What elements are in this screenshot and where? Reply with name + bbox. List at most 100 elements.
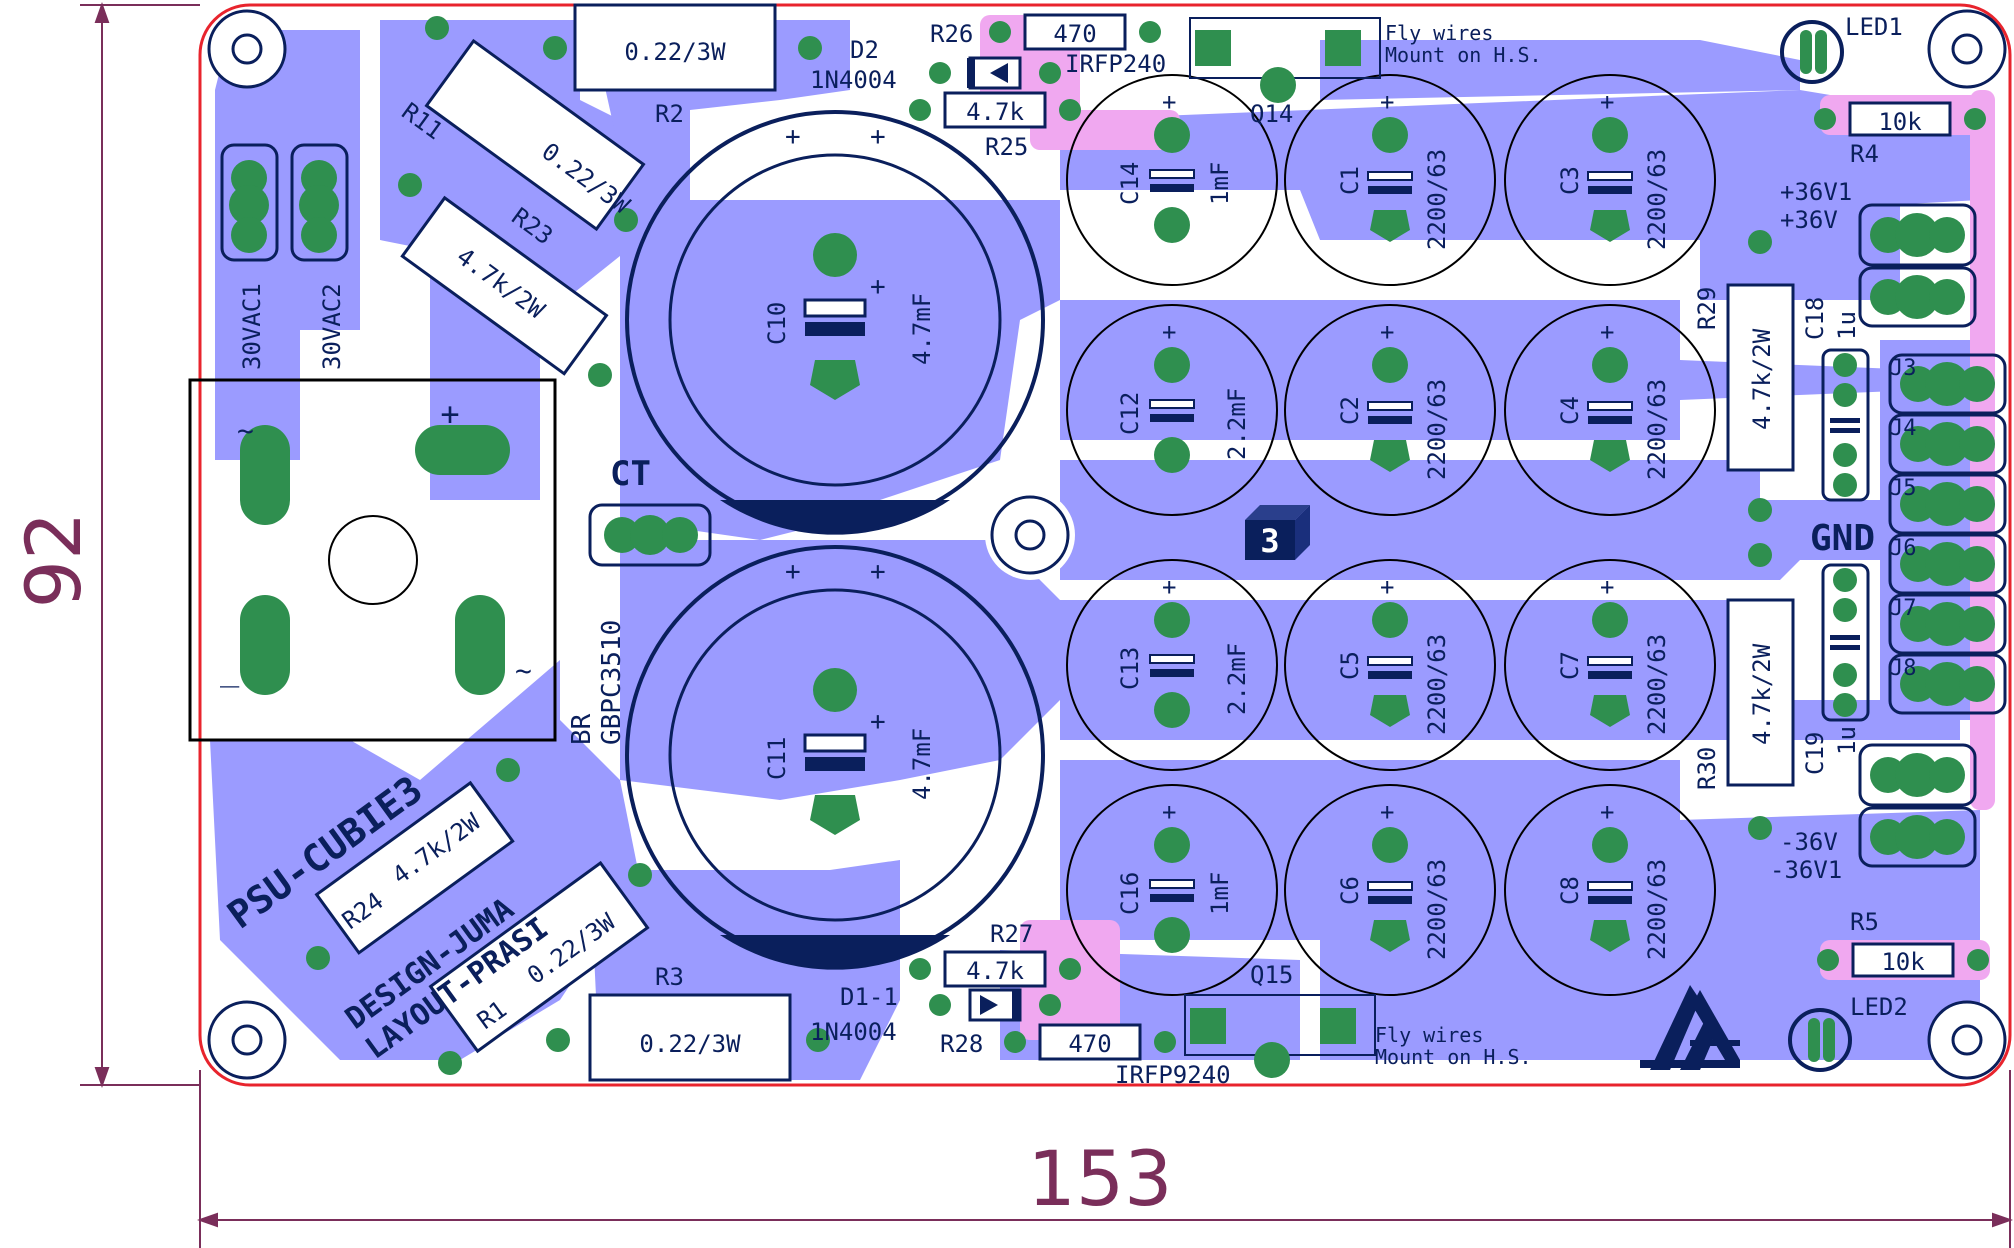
silkscreen-label: Q14 (1250, 100, 1293, 128)
silkscreen-label: C18 (1801, 297, 1829, 340)
silkscreen-label: J8 (1890, 656, 1917, 681)
resistor-r26 (989, 13, 1161, 51)
silkscreen-label: + (1380, 798, 1394, 826)
silkscreen-label: C14 (1116, 162, 1144, 205)
capacitor-c16 (1066, 784, 1278, 996)
silkscreen-label: 470 (1068, 1030, 1111, 1058)
r23-pad-a (398, 173, 422, 197)
silkscreen-label: R3 (655, 963, 684, 991)
capacitor-c11 (625, 545, 1045, 970)
silkscreen-label: 2.2mF (1223, 643, 1251, 715)
resistor-r3 (546, 993, 830, 1082)
silkscreen-label: J3 (1890, 356, 1917, 381)
brand-logo-icon (1640, 985, 1740, 1070)
silkscreen-label: C2 (1336, 396, 1364, 425)
silkscreen-label: R30 (1693, 747, 1721, 790)
resistor-r5 (1817, 942, 1989, 978)
c10-value: 4.7mF (908, 293, 936, 365)
silkscreen-label: + (440, 395, 459, 433)
diode-d2 (929, 56, 1061, 90)
silkscreen-label: C7 (1556, 651, 1584, 680)
silkscreen-label: J5 (1890, 476, 1917, 501)
dimension-width: 153 (1027, 1134, 1172, 1223)
silkscreen-label: C13 (1116, 647, 1144, 690)
silkscreen-label: + (1162, 798, 1176, 826)
silkscreen-label: -36V (1780, 828, 1838, 856)
capacitor-c5 (1284, 559, 1496, 771)
gnd-label: GND (1810, 518, 1875, 559)
resistor-r23 (400, 195, 609, 376)
c10-label: C10 (763, 302, 791, 345)
silkscreen-label: C12 (1116, 392, 1144, 435)
ground-terminals (1888, 353, 2007, 715)
silkscreen-label: Q15 (1250, 961, 1293, 989)
r24-pad-a (306, 946, 330, 970)
silkscreen-label: C16 (1116, 872, 1144, 915)
capacitor-c18 (1821, 348, 1870, 502)
silkscreen-label: 2200/63 (1643, 859, 1671, 960)
silkscreen-label: 2200/63 (1643, 379, 1671, 480)
silkscreen-label: + (1380, 318, 1394, 346)
c11-label: C11 (763, 737, 791, 780)
silkscreen-label: Fly wires (1375, 1023, 1483, 1047)
capacitor-c4 (1504, 304, 1716, 516)
bridge-rectifier-gbpc3510: ~ ~ + _ (188, 378, 557, 742)
resistor-r4 (1814, 101, 1986, 137)
silkscreen-label: 2200/63 (1423, 149, 1451, 250)
silkscreen-label: + (1380, 573, 1394, 601)
terminal-minus36v (1858, 743, 1977, 868)
silkscreen-label: 2200/63 (1643, 149, 1671, 250)
dimension-lines (80, 1, 2014, 1248)
vac1-label: 30VAC1 (238, 283, 266, 370)
silkscreen-label: 4.7k/2W (1748, 643, 1776, 745)
led-led1 (1780, 20, 1844, 84)
silkscreen-label: + (870, 557, 886, 587)
capacitor-c13 (1066, 559, 1278, 771)
resistor-r24 (314, 780, 515, 955)
silkscreen-label: + (870, 272, 886, 302)
silkscreen-label: J7 (1890, 596, 1917, 621)
silkscreen-label: J4 (1890, 416, 1917, 441)
silkscreen-label: 0.22/3W (639, 1030, 741, 1058)
silkscreen-label: C3 (1556, 166, 1584, 195)
silkscreen-label: + (785, 122, 801, 152)
resistor-r28 (1004, 1023, 1176, 1061)
capacitor-c8 (1504, 784, 1716, 996)
capacitor-grid-labels: + + + + + + + + C1 C3 C2 C4 C5 C7 C6 C8 … (1336, 88, 1671, 960)
silkscreen-label: J6 (1890, 536, 1917, 561)
silkscreen-label: 2200/63 (1423, 379, 1451, 480)
br-value: GBPC3510 (597, 620, 627, 745)
resistor-r30 (1726, 543, 1795, 840)
ct-label: CT (610, 454, 651, 494)
silkscreen-label: IRFP9240 (1115, 1061, 1231, 1089)
silkscreen-label: + (1600, 573, 1614, 601)
silkscreen-label: 2200/63 (1423, 634, 1451, 735)
silkscreen-label: + (1600, 798, 1614, 826)
silkscreen-label: 2.2mF (1223, 388, 1251, 460)
ac-input-connectors (220, 143, 349, 262)
silkscreen-label: 2200/63 (1643, 634, 1671, 735)
resistor-r11 (424, 38, 646, 232)
silkscreen-label: R4 (1850, 140, 1879, 168)
silkscreen-label: 1u (1833, 726, 1861, 755)
r23-pad-b (588, 363, 612, 387)
capacitor-c1 (1284, 74, 1496, 286)
mounting-holes (207, 9, 2007, 1080)
silkscreen-label: D2 (850, 36, 879, 64)
silkscreen-label: + (1162, 318, 1176, 346)
silkscreen-label: +36V1 (1780, 178, 1852, 206)
capacitor-c2 (1284, 304, 1496, 516)
capacitor-c19 (1821, 563, 1870, 722)
mosfet-q14 (1189, 17, 1381, 103)
silkscreen-label: + (785, 557, 801, 587)
resistor-r2 (543, 3, 822, 92)
silkscreen-label: C8 (1556, 876, 1584, 905)
capacitor-c14 (1066, 74, 1278, 286)
silkscreen-label: Mount on H.S. (1385, 43, 1542, 67)
silkscreen-label: C1 (1336, 166, 1364, 195)
silkscreen-label: 1u (1833, 311, 1861, 340)
silkscreen-label: LED2 (1850, 993, 1908, 1021)
capacitor-c6 (1284, 784, 1496, 996)
resistor-r27 (909, 950, 1081, 988)
silkscreen-label: R26 (930, 20, 973, 48)
